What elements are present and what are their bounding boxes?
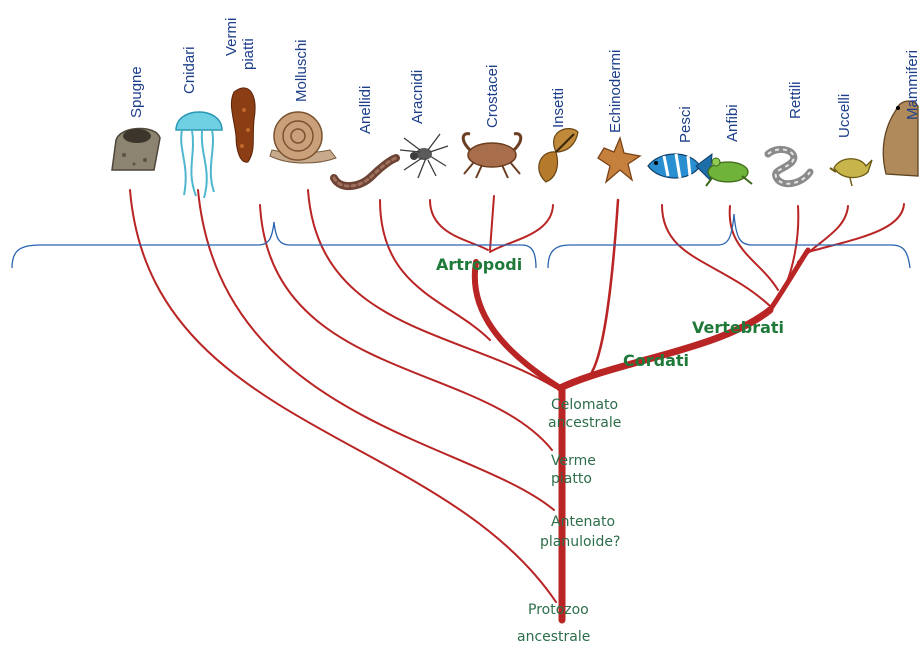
taxon-label-aracnidi: Aracnidi	[409, 70, 426, 124]
brace-deuterostomi	[548, 214, 910, 268]
node-label-verme-piatto: piatto	[551, 471, 592, 487]
branch-echinodermi	[592, 200, 618, 372]
taxon-label-anfibi: Anfibi	[724, 104, 741, 142]
jellyfish-icon	[176, 112, 222, 198]
node-label-antenato: Antenato	[551, 514, 615, 530]
taxon-label-vermi: Vermi	[223, 18, 240, 56]
node-label-antenato-planuloide: planuloide?	[540, 534, 620, 550]
frog-icon	[706, 158, 752, 186]
taxon-label-anellidi: Anellidi	[357, 86, 374, 134]
spider-icon	[400, 134, 448, 178]
taxon-label-pesci: Pesci	[677, 106, 694, 143]
group-labels: Artropodi Vertebrati Cordati	[436, 255, 784, 370]
branch-cnidari	[198, 190, 554, 510]
taxon-label-piatti: piatti	[240, 38, 257, 70]
group-label-vertebrati: Vertebrati	[692, 318, 784, 337]
earthworm-icon	[334, 158, 396, 186]
group-label-artropodi: Artropodi	[436, 255, 522, 274]
bird-icon	[830, 159, 872, 186]
taxon-label-mammiferi: Mammiferi	[904, 50, 920, 120]
node-label-protozoo: Protozoo	[528, 602, 589, 618]
taxon-label-rettili: Rettili	[787, 81, 804, 119]
crab-icon	[463, 134, 521, 178]
flatworm-icon	[231, 88, 255, 162]
branch-anfibi	[730, 206, 778, 290]
node-label-celomato-ancestrale: ancestrale	[548, 415, 621, 431]
taxon-label-molluschi: Molluschi	[293, 39, 310, 102]
group-label-cordati: Cordati	[623, 351, 689, 370]
taxon-label-spugne: Spugne	[128, 66, 145, 118]
node-label-celomato: Celomato	[551, 397, 618, 413]
snake-icon	[768, 149, 810, 183]
branch-pesci	[662, 205, 770, 306]
fish-icon	[648, 154, 712, 180]
branch-crostacei	[490, 196, 494, 250]
taxon-label-echinodermi: Echinodermi	[607, 50, 624, 133]
taxon-label-uccelli: Uccelli	[836, 94, 853, 138]
taxon-label-cnidari: Cnidari	[181, 46, 198, 94]
sponge-icon	[112, 128, 160, 170]
node-labels: Celomato ancestrale Verme piatto Antenat…	[517, 397, 621, 645]
snail-icon	[270, 112, 336, 163]
node-label-protozoo-ancestrale: ancestrale	[517, 629, 590, 645]
branch-vermi-piatti	[260, 205, 552, 450]
taxon-label-insetti: Insetti	[550, 88, 567, 128]
starfish-icon	[598, 138, 640, 182]
butterfly-icon	[539, 129, 578, 182]
taxon-label-crostacei: Crostacei	[484, 65, 501, 128]
node-label-verme: Verme	[551, 453, 596, 469]
branch-aracnidi	[430, 200, 488, 250]
